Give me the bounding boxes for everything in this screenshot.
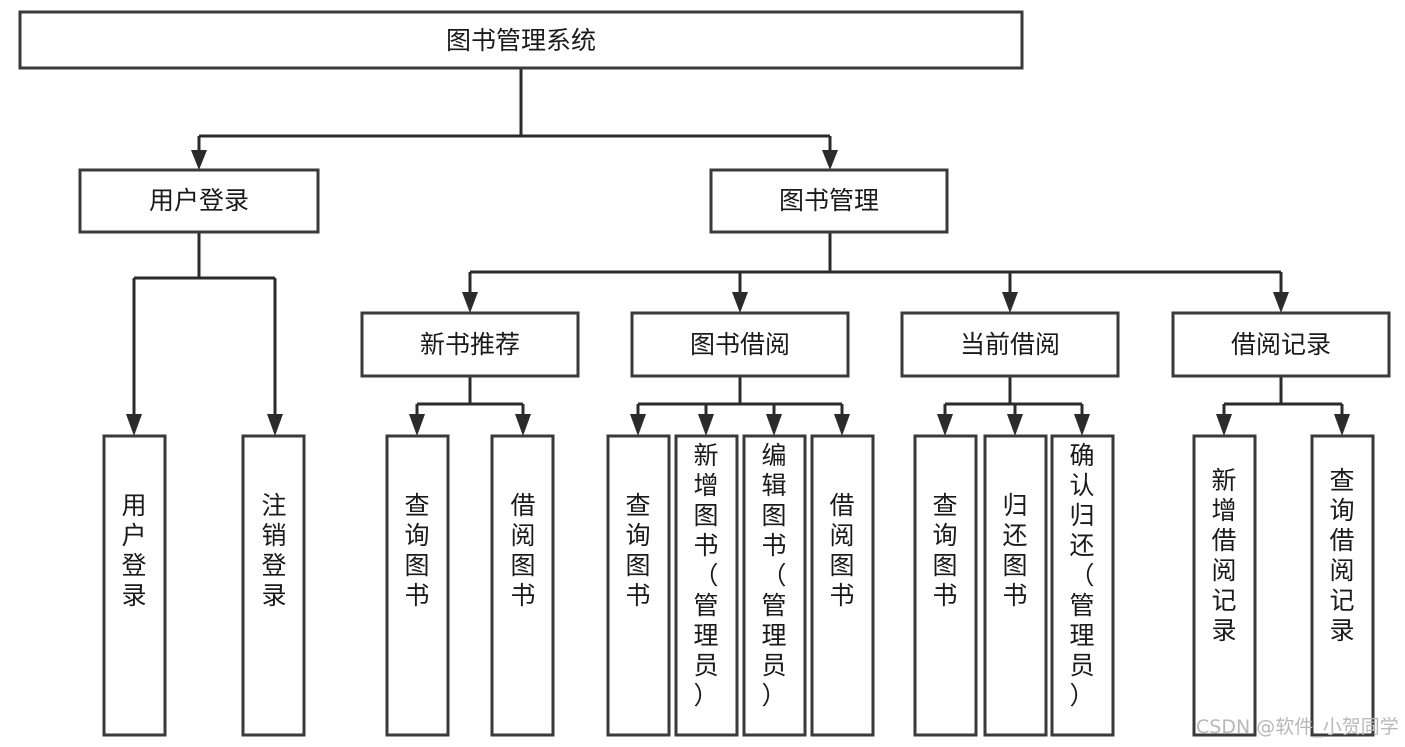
arrow-nbr-leaf-2 <box>515 414 531 436</box>
leaf-return-book-label: 归还图书 <box>1002 491 1027 610</box>
node-book-borrow[interactable]: 图书借阅 <box>630 311 850 378</box>
node-book-management-label: 图书管理 <box>779 186 879 215</box>
leaf-add-book-label: 新增图书（管理员） <box>693 441 718 710</box>
node-current-borrow-box <box>900 311 1120 378</box>
node-borrow-record-box <box>1171 311 1391 378</box>
leaf-borrow-book-1[interactable]: 借阅图书 <box>490 434 555 737</box>
leaf-user-login-label: 用户登录 <box>121 491 146 610</box>
arrow-bm-to-book-borrow <box>732 292 748 313</box>
leaf-query-book-1-box <box>385 434 450 737</box>
leaf-return-book-box <box>983 434 1048 737</box>
leaf-query-book-1[interactable]: 查询图书 <box>385 434 450 737</box>
arrow-root-to-book-management <box>822 150 838 170</box>
node-user-login-box <box>78 168 320 234</box>
leaf-add-record-box <box>1192 434 1257 737</box>
arrow-br-leaf-2 <box>1334 414 1350 436</box>
leaf-borrow-book-1-box <box>490 434 555 737</box>
arrow-bb-leaf-4 <box>834 414 850 436</box>
leaf-return-book[interactable]: 归还图书 <box>983 434 1048 737</box>
leaf-query-book-2[interactable]: 查询图书 <box>606 434 671 737</box>
node-root[interactable]: 图书管理系统 <box>18 10 1024 70</box>
leaf-borrow-book-2-box <box>810 434 875 737</box>
arrow-nbr-leaf-1 <box>409 414 425 436</box>
arrow-bb-leaf-2 <box>698 414 714 436</box>
arrow-bb-leaf-3 <box>766 414 782 436</box>
node-book-management[interactable]: 图书管理 <box>709 168 949 234</box>
leaf-add-record[interactable]: 新增借阅记录 <box>1192 434 1257 737</box>
arrow-user-login-leaf-1 <box>126 414 142 436</box>
leaf-confirm-return[interactable]: 确认归还（管理员） <box>1050 434 1115 737</box>
leaf-logout-box <box>241 434 306 737</box>
leaf-query-record[interactable]: 查询借阅记录 <box>1310 434 1375 737</box>
arrow-cb-leaf-3 <box>1074 414 1090 436</box>
node-borrow-record-label: 借阅记录 <box>1231 330 1331 359</box>
leaf-edit-book-label: 编辑图书（管理员） <box>761 441 786 710</box>
connector-layer <box>126 68 1350 436</box>
node-current-borrow[interactable]: 当前借阅 <box>900 311 1120 378</box>
leaf-query-book-3[interactable]: 查询图书 <box>913 434 978 737</box>
leaf-borrow-book-1-label: 借阅图书 <box>510 491 535 610</box>
leaf-logout-label: 注销登录 <box>261 491 286 610</box>
arrow-bm-to-current-borrow <box>1002 292 1018 313</box>
arrow-br-leaf-1 <box>1216 414 1232 436</box>
leaf-confirm-return-label: 确认归还（管理员） <box>1069 441 1094 710</box>
node-new-book-recommend-box <box>360 311 580 378</box>
leaf-edit-book[interactable]: 编辑图书（管理员） <box>742 434 807 737</box>
arrow-user-login-leaf-2 <box>267 414 283 436</box>
arrow-cb-leaf-1 <box>937 414 953 436</box>
leaf-logout[interactable]: 注销登录 <box>241 434 306 737</box>
leaf-query-book-2-label: 查询图书 <box>625 491 650 610</box>
node-user-login-label: 用户登录 <box>149 186 249 215</box>
leaf-confirm-return-box <box>1050 434 1115 737</box>
leaf-user-login[interactable]: 用户登录 <box>102 434 167 737</box>
leaf-query-book-2-box <box>606 434 671 737</box>
node-new-book-recommend-label: 新书推荐 <box>420 330 520 359</box>
leaf-add-record-label: 新增借阅记录 <box>1211 466 1236 645</box>
leaf-borrow-book-2[interactable]: 借阅图书 <box>810 434 875 737</box>
node-book-borrow-label: 图书借阅 <box>690 330 790 359</box>
leaf-query-record-label: 查询借阅记录 <box>1329 466 1354 645</box>
leaf-add-book-box <box>674 434 739 737</box>
node-new-book-recommend[interactable]: 新书推荐 <box>360 311 580 378</box>
arrow-bb-leaf-1 <box>630 414 646 436</box>
leaf-query-book-1-label: 查询图书 <box>404 491 429 610</box>
leaf-query-record-box <box>1310 434 1375 737</box>
node-user-login[interactable]: 用户登录 <box>78 168 320 234</box>
arrow-bm-to-borrow-record <box>1273 292 1289 313</box>
node-book-management-box <box>709 168 949 234</box>
node-current-borrow-label: 当前借阅 <box>960 330 1060 359</box>
node-root-box <box>18 10 1024 70</box>
node-root-label: 图书管理系统 <box>446 26 596 55</box>
node-book-borrow-box <box>630 311 850 378</box>
arrow-cb-leaf-2 <box>1007 414 1023 436</box>
node-borrow-record[interactable]: 借阅记录 <box>1171 311 1391 378</box>
arrow-bm-to-new-book <box>462 292 478 313</box>
leaf-query-book-3-box <box>913 434 978 737</box>
leaf-user-login-box <box>102 434 167 737</box>
arrow-root-to-user-login <box>191 150 207 170</box>
leaf-borrow-book-2-label: 借阅图书 <box>829 491 854 610</box>
csdn-watermark: CSDN @软件_小贺同学 <box>1196 716 1399 738</box>
leaf-query-book-3-label: 查询图书 <box>932 491 957 610</box>
leaf-edit-book-box <box>742 434 807 737</box>
leaf-add-book[interactable]: 新增图书（管理员） <box>674 434 739 737</box>
